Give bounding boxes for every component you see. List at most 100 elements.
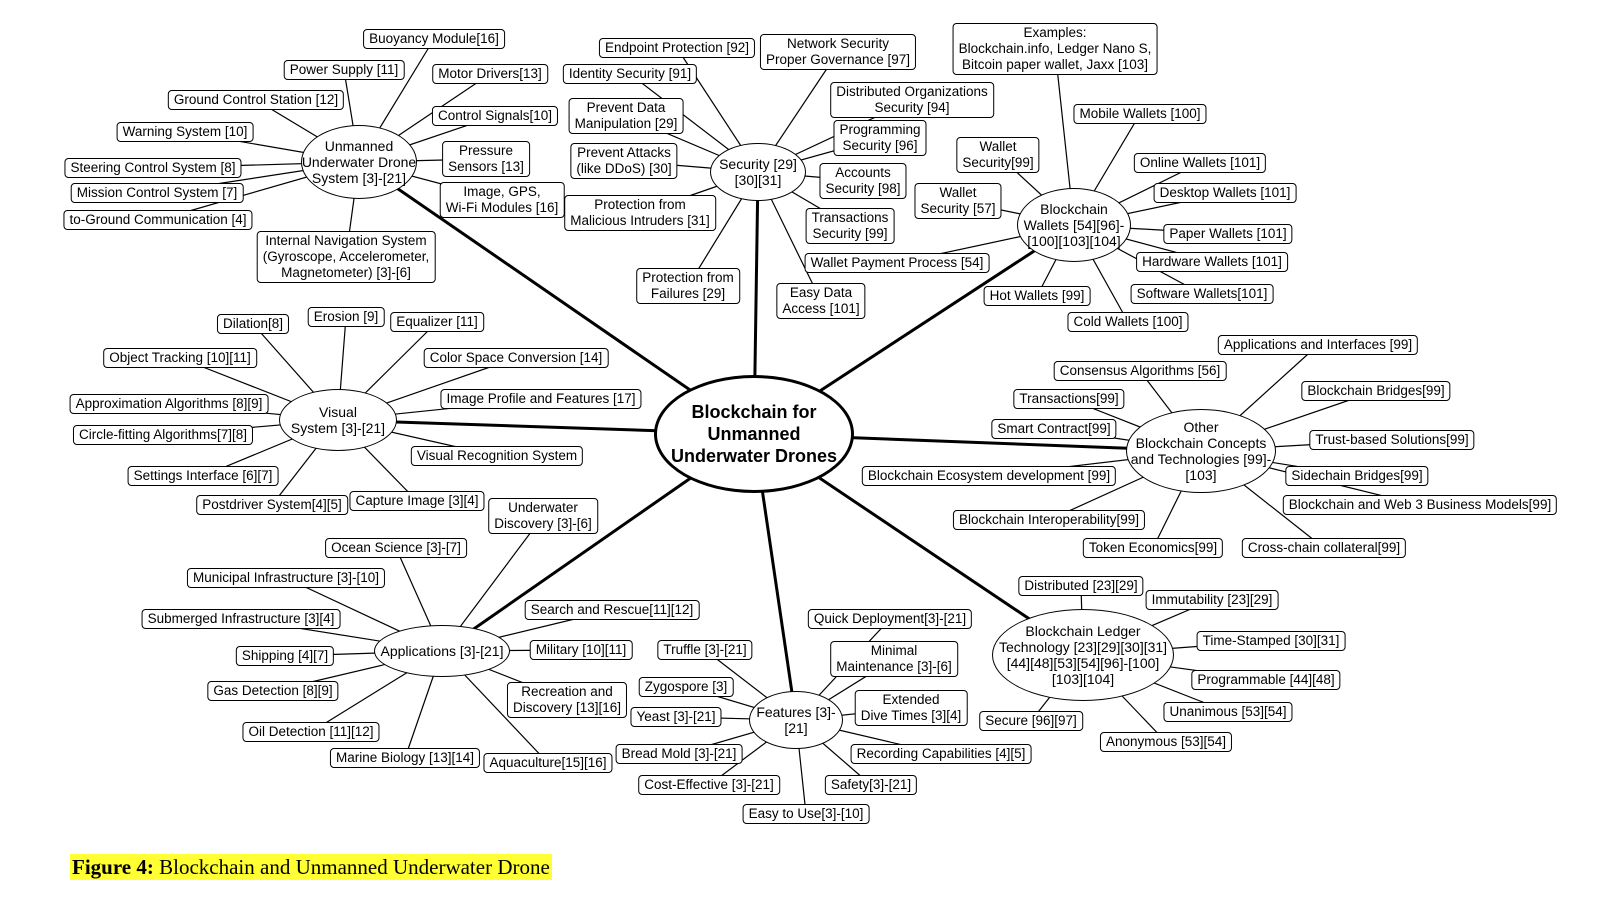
hub-node-applications: Applications [3]-[21] (374, 625, 510, 677)
leaf-node-applications: Underwater Discovery [3]-[6] (488, 498, 598, 534)
leaf-node-other: Trust-based Solutions[99] (1309, 430, 1475, 450)
leaf-node-security: Programming Security [96] (833, 120, 927, 156)
leaf-node-wallets: Wallet Security[99] (956, 137, 1040, 173)
leaf-node-other: Smart Contract[99] (991, 419, 1117, 439)
leaf-node-wallets: Mobile Wallets [100] (1073, 104, 1207, 124)
hub-node-features: Features [3]- [21] (749, 691, 843, 749)
leaf-node-applications: Municipal Infrastructure [3]-[10] (186, 568, 386, 588)
leaf-node-security: Identity Security [91] (562, 64, 698, 84)
leaf-node-wallets: Hardware Wallets [101] (1136, 252, 1288, 272)
leaf-node-features: Bread Mold [3]-[21] (615, 744, 743, 764)
leaf-node-security: Endpoint Protection [92] (598, 38, 756, 58)
leaf-node-wallets: Wallet Payment Process [54] (804, 253, 990, 273)
leaf-node-features: Truffle [3]-[21] (657, 640, 753, 660)
leaf-node-uuv: Image, GPS, Wi-Fi Modules [16] (439, 182, 565, 218)
leaf-node-uuv: Power Supply [11] (283, 60, 405, 80)
leaf-node-visual: Approximation Algorithms [8][9] (69, 394, 269, 414)
leaf-node-uuv: Mission Control System [7] (70, 183, 244, 203)
leaf-node-ledger: Distributed [23][29] (1018, 576, 1144, 596)
leaf-node-wallets: Examples: Blockchain.info, Ledger Nano S… (952, 23, 1158, 75)
leaf-node-security: Protection from Failures [29] (636, 268, 740, 304)
leaf-node-ledger: Time-Stamped [30][31] (1196, 631, 1346, 651)
leaf-node-security: Transactions Security [99] (805, 208, 895, 244)
hub-node-visual: Visual System [3]-[21] (279, 389, 397, 451)
hub-node-security: Security [29] [30][31] (710, 143, 806, 201)
leaf-node-ledger: Immutability [23][29] (1145, 590, 1279, 610)
leaf-node-applications: Shipping [4][7] (235, 646, 335, 666)
leaf-node-wallets: Online Wallets [101] (1133, 153, 1267, 173)
leaf-node-security: Easy Data Access [101] (776, 283, 866, 319)
caption-label: Figure 4: (72, 855, 154, 879)
leaf-node-uuv: Ground Control Station [12] (167, 90, 345, 110)
leaf-node-uuv: Steering Control System [8] (64, 158, 242, 178)
leaf-node-uuv: Internal Navigation System (Gyroscope, A… (256, 231, 436, 283)
leaf-node-other: Blockchain Ecosystem development [99] (861, 466, 1117, 486)
leaf-node-uuv: Motor Drivers[13] (432, 64, 548, 84)
leaf-node-other: Blockchain Interoperability[99] (952, 510, 1146, 530)
leaf-node-visual: Capture Image [3][4] (349, 491, 485, 511)
leaf-node-uuv: to-Ground Communication [4] (63, 210, 253, 230)
leaf-node-wallets: Paper Wallets [101] (1163, 224, 1293, 244)
leaf-node-security: Prevent Attacks (like DDoS) [30] (570, 143, 678, 179)
leaf-node-other: Transactions[99] (1013, 389, 1125, 409)
leaf-node-visual: Visual Recognition System (410, 446, 584, 466)
leaf-node-applications: Gas Detection [8][9] (207, 681, 339, 701)
leaf-node-security: Distributed Organizations Security [94] (830, 82, 994, 118)
figure-caption: Figure 4: Blockchain and Unmanned Underw… (70, 854, 552, 880)
leaf-node-features: Cost-Effective [3]-[21] (638, 775, 780, 795)
leaf-node-applications: Search and Rescue[11][12] (524, 600, 700, 620)
hub-node-ledger: Blockchain Ledger Technology [23][29][30… (992, 609, 1174, 701)
leaf-node-applications: Marine Biology [13][14] (329, 748, 481, 768)
leaf-node-features: Recording Capabilities [4][5] (850, 744, 1032, 764)
leaf-node-applications: Recreation and Discovery [13][16] (506, 682, 628, 718)
caption-text: Blockchain and Unmanned Underwater Drone (159, 855, 550, 879)
leaf-node-features: Extended Dive Times [3][4] (854, 690, 968, 726)
leaf-node-other: Applications and Interfaces [99] (1217, 335, 1419, 355)
leaf-node-wallets: Desktop Wallets [101] (1153, 183, 1297, 203)
leaf-node-uuv: Pressure Sensors [13] (442, 141, 530, 177)
leaf-node-uuv: Warning System [10] (116, 122, 254, 142)
leaf-node-wallets: Hot Wallets [99] (983, 286, 1091, 306)
leaf-node-ledger: Programmable [44][48] (1191, 670, 1341, 690)
leaf-node-uuv: Control Signals[10] (431, 106, 559, 126)
leaf-node-ledger: Secure [96][97] (979, 711, 1083, 731)
leaf-node-applications: Submerged Infrastructure [3][4] (141, 609, 341, 629)
leaf-node-ledger: Anonymous [53][54] (1099, 732, 1233, 752)
hub-node-uuv: Unmanned Underwater Drone System [3]-[21… (301, 125, 417, 199)
hub-node-other: Other Blockchain Concepts and Technologi… (1126, 409, 1276, 493)
leaf-node-features: Yeast [3]-[21] (630, 707, 722, 727)
leaf-node-visual: Object Tracking [10][11] (103, 348, 257, 368)
leaf-node-visual: Settings Interface [6][7] (127, 466, 279, 486)
leaf-node-wallets: Wallet Security [57] (914, 183, 1002, 219)
leaf-node-security: Prevent Data Manipulation [29] (568, 98, 684, 134)
leaf-node-applications: Ocean Science [3]-[7] (325, 538, 467, 558)
leaf-node-visual: Image Profile and Features [17] (440, 389, 642, 409)
leaf-node-features: Quick Deployment[3]-[21] (807, 609, 973, 629)
leaf-node-visual: Equalizer [11] (390, 312, 484, 332)
leaf-node-security: Protection from Malicious Intruders [31] (564, 195, 716, 231)
leaf-node-visual: Color Space Conversion [14] (423, 348, 609, 368)
leaf-node-other: Token Economics[99] (1082, 538, 1224, 558)
leaf-node-visual: Circle-fitting Algorithms[7][8] (72, 425, 254, 445)
leaf-node-uuv: Buoyancy Module[16] (363, 29, 505, 49)
leaf-node-other: Sidechain Bridges[99] (1285, 466, 1429, 486)
leaf-node-features: Safety[3]-[21] (824, 775, 918, 795)
leaf-node-other: Consensus Algorithms [56] (1053, 361, 1227, 381)
leaf-node-features: Minimal Maintenance [3]-[6] (830, 641, 958, 677)
leaf-node-wallets: Cold Wallets [100] (1067, 312, 1189, 332)
hub-node-wallets: Blockchain Wallets [54][96]- [100][103][… (1017, 188, 1131, 262)
leaf-node-other: Cross-chain collateral[99] (1241, 538, 1407, 558)
central-topic-node: Blockchain for Unmanned Underwater Drone… (654, 375, 854, 493)
leaf-node-applications: Military [10][11] (529, 640, 633, 660)
leaf-node-other: Blockchain and Web 3 Business Models[99] (1282, 495, 1558, 515)
leaf-node-features: Zygospore [3] (638, 677, 734, 697)
leaf-node-visual: Postdriver System[4][5] (196, 495, 348, 515)
leaf-node-security: Accounts Security [98] (819, 163, 907, 199)
leaf-node-ledger: Unanimous [53][54] (1163, 702, 1293, 722)
leaf-node-visual: Erosion [9] (307, 307, 385, 327)
leaf-node-applications: Oil Detection [11][12] (242, 722, 380, 742)
leaf-node-wallets: Software Wallets[101] (1130, 284, 1274, 304)
leaf-node-security: Network Security Proper Governance [97] (759, 34, 917, 70)
leaf-node-applications: Aquaculture[15][16] (483, 753, 613, 773)
leaf-node-features: Easy to Use[3]-[10] (742, 804, 870, 824)
